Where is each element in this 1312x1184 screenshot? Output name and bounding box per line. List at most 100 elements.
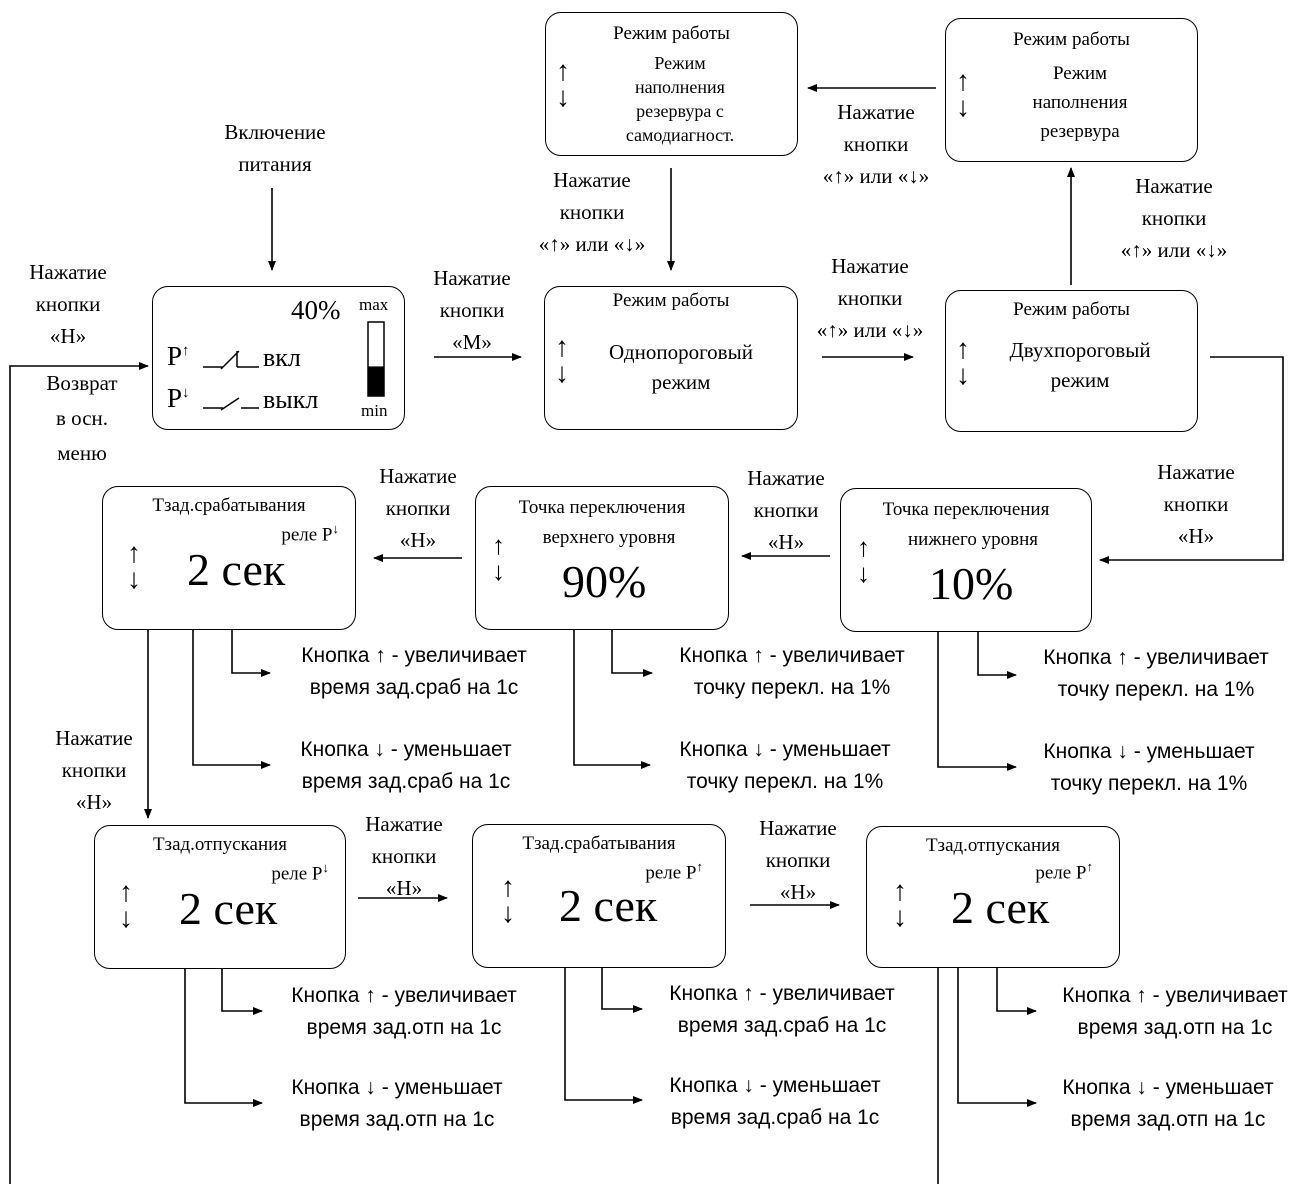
release-up-relay: реле P↑ <box>1035 859 1093 884</box>
branch-lower-dec <box>937 632 1017 771</box>
updown-arrows-icon: ↑↓ <box>857 533 870 588</box>
branch-tripup-dec <box>564 968 643 1104</box>
mode-fill-diag-text: Режим наполнения резервура с самодиагнос… <box>580 51 780 147</box>
note-upper-inc-1: Кнопка ↑ - увеличивает <box>679 644 905 667</box>
level-bar <box>367 321 385 397</box>
press-h-label-upper: Нажатие кнопки «Н» <box>358 460 478 556</box>
branch-releaseup-dec <box>957 968 1037 1107</box>
power-on-label: Включение питания <box>200 116 350 180</box>
press-h-releasedown-line-3: «Н» <box>385 876 423 900</box>
updown-arrows-icon: ↑↓ <box>501 872 515 929</box>
branch-tripdown-inc <box>231 630 271 677</box>
press-h-label-lower: Нажатие кнопки «Н» <box>726 462 846 558</box>
branch-lower-inc <box>977 632 1017 679</box>
note-tripdown-dec-1: Кнопка ↓ - уменьшает <box>300 738 512 761</box>
note-tripdown-inc: Кнопка ↑ - увеличивает время зад.сраб на… <box>276 640 552 704</box>
mode-double-text: Двухпороговый режим <box>980 335 1180 395</box>
mode-double-line-1: Двухпороговый <box>1009 338 1151 362</box>
press-h-lower-line-3: «Н» <box>767 530 805 554</box>
release-up-value: 2 сек <box>951 882 1050 933</box>
press-updown-label-1: Нажатие кнопки «↑» или «↓» <box>800 250 940 346</box>
mode-fill-diag-title: Режим работы <box>613 23 730 44</box>
press-updown-2-line-2: кнопки <box>1141 206 1207 230</box>
level-percent: 40% <box>291 295 341 325</box>
lower-point-box: Точка переключения нижнего уровня ↑↓ 10% <box>840 488 1092 632</box>
note-lower-dec-1: Кнопка ↓ - уменьшает <box>1043 740 1255 763</box>
press-h-releasedown-line-1: Нажатие <box>365 812 443 836</box>
press-updown-1-line-2: кнопки <box>837 286 903 310</box>
return-line-3: меню <box>57 441 107 465</box>
upper-point-value: 90% <box>562 556 647 607</box>
trip-up-title: Тзад.срабатывания <box>522 833 676 854</box>
mode-fill-line-3: резервура <box>1040 121 1120 142</box>
note-upper-dec-1: Кнопка ↓ - уменьшает <box>679 738 891 761</box>
updown-arrows-icon: ↑↓ <box>119 877 133 934</box>
press-m-line-1: Нажатие <box>433 266 511 290</box>
branch-upper-dec <box>573 630 651 769</box>
press-updown-1-line-3: «↑» или «↓» <box>816 318 924 342</box>
power-on-line-2: питания <box>238 152 312 176</box>
release-down-relay-sup: ↓ <box>322 860 330 875</box>
mode-double-box: Режим работы ↑↓ Двухпороговый режим <box>945 290 1198 432</box>
mode-single-line-1: Однопороговый <box>609 340 753 364</box>
note-tripup-inc: Кнопка ↑ - увеличивает время зад.сраб на… <box>646 978 918 1042</box>
updown-arrows-icon: ↑↓ <box>556 56 570 113</box>
press-updown-label-2: Нажатие кнопки «↑» или «↓» <box>1104 170 1244 266</box>
branch-tripup-inc <box>601 968 643 1013</box>
upper-point-subtitle: верхнего уровня <box>542 527 676 548</box>
mode-fill-text: Режим наполнения резервура <box>980 59 1180 146</box>
updown-arrows-icon: ↑↓ <box>893 876 907 933</box>
press-updown-2-line-1: Нажатие <box>1135 174 1213 198</box>
off-label: выкл <box>263 385 319 414</box>
press-h-tripup-line-1: Нажатие <box>759 816 837 840</box>
mode-single-title: Режим работы <box>612 290 730 311</box>
note-upper-dec-2: точку перекл. на 1% <box>686 770 884 793</box>
trip-down-title: Тзад.срабатывания <box>152 495 306 516</box>
press-h-double-line-3: «Н» <box>1177 524 1215 548</box>
press-h-label-main: Нажатие кнопки «Н» <box>8 256 128 352</box>
note-lower-dec-2: точку перекл. на 1% <box>1050 772 1248 795</box>
trip-up-relay-text: реле P <box>645 862 697 884</box>
branch-upper-inc <box>611 630 653 677</box>
updown-arrows-icon: ↑↓ <box>956 66 970 123</box>
updown-arrows-icon: ↑↓ <box>956 334 970 391</box>
press-h-tripdown-line-1: Нажатие <box>55 726 133 750</box>
upper-point-box: Точка переключения верхнего уровня ↑↓ 90… <box>475 486 729 630</box>
press-updown-4-line-1: Нажатие <box>553 168 631 192</box>
press-h-lower-line-1: Нажатие <box>747 466 825 490</box>
note-releaseup-inc: Кнопка ↑ - увеличивает время зад.отп на … <box>1040 980 1310 1044</box>
trip-delay-relay-down-box: Тзад.срабатывания реле P↓ ↑↓ 2 сек <box>102 486 356 630</box>
press-h-upper-line-3: «Н» <box>399 528 437 552</box>
note-releasedown-dec-2: время зад.отп на 1с <box>299 1108 495 1131</box>
note-releasedown-dec-1: Кнопка ↓ - уменьшает <box>291 1076 503 1099</box>
on-label: вкл <box>263 343 301 372</box>
relay-p-up-letter: P <box>167 341 183 371</box>
release-down-relay-text: реле P <box>271 863 323 885</box>
arrow-return-main <box>9 362 149 1184</box>
relay-p-up: P↑ <box>167 341 190 372</box>
relay-p-down-letter: P <box>167 383 183 413</box>
branch-releasedown-dec <box>184 968 263 1107</box>
press-h-lower-line-2: кнопки <box>753 498 819 522</box>
note-lower-inc-1: Кнопка ↑ - увеличивает <box>1043 646 1269 669</box>
press-h-line-3: «Н» <box>49 324 87 348</box>
note-upper-inc-2: точку перекл. на 1% <box>693 676 891 699</box>
note-tripdown-dec: Кнопка ↓ - уменьшает время зад.сраб на 1… <box>276 734 536 798</box>
note-releaseup-dec: Кнопка ↓ - уменьшает время зад.отп на 1с <box>1040 1072 1296 1136</box>
press-h-tripup-line-2: кнопки <box>765 848 831 872</box>
mode-double-line-2: режим <box>1050 368 1110 392</box>
note-upper-dec: Кнопка ↓ - уменьшает точку перекл. на 1% <box>656 734 914 798</box>
return-main-menu-label: Возврат в осн. меню <box>22 366 142 471</box>
note-releaseup-dec-2: время зад.отп на 1с <box>1070 1108 1266 1131</box>
branch-releasedown-inc <box>221 968 263 1015</box>
press-updown-4-line-2: кнопки <box>559 200 625 224</box>
note-tripup-dec-2: время зад.сраб на 1с <box>670 1106 880 1129</box>
trip-up-relay-sup: ↑ <box>696 859 704 874</box>
mode-fill-diag-line-1: Режим <box>654 53 706 73</box>
note-releaseup-dec-1: Кнопка ↓ - уменьшает <box>1062 1076 1274 1099</box>
return-line-2: в осн. <box>56 406 108 430</box>
updown-arrows-icon: ↑↓ <box>555 332 569 389</box>
press-updown-2-line-3: «↑» или «↓» <box>1120 238 1228 262</box>
press-h-label-tripup: Нажатие кнопки «Н» <box>738 812 858 908</box>
